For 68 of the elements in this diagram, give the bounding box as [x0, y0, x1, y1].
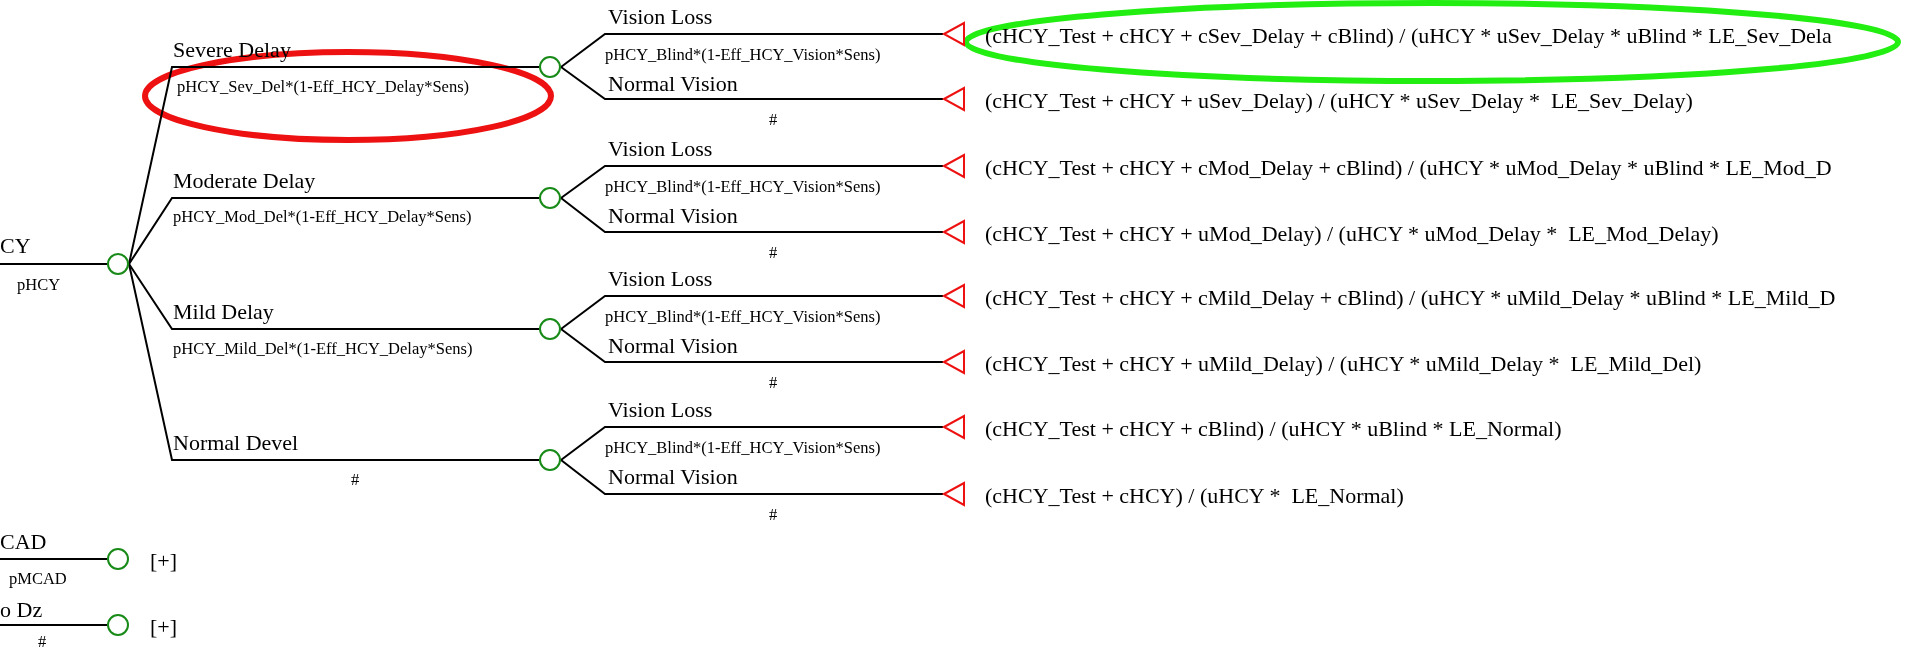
branch-line — [560, 295, 944, 330]
branch-probability: pHCY_Mild_Del*(1-Eff_HCY_Delay*Sens) — [173, 339, 473, 359]
terminal-node — [943, 22, 965, 46]
chance-node — [539, 318, 561, 340]
branch-probability: # — [768, 243, 778, 263]
terminal-node — [943, 87, 965, 111]
branch-line — [0, 263, 108, 265]
branch-line — [560, 197, 944, 233]
chance-node — [107, 614, 129, 636]
payoff-formula: (cHCY_Test + cHCY + cSev_Delay + cBlind) / (uHCY * uSev_Delay * uBlind * LE_Sev_Dela — [985, 23, 1832, 49]
branch-name: CY — [0, 233, 31, 259]
branch-line — [0, 558, 108, 560]
branch-name: Vision Loss — [608, 266, 713, 292]
chance-node — [539, 56, 561, 78]
branch-name: Normal Vision — [608, 203, 738, 229]
payoff-formula: (cHCY_Test + cHCY + cMod_Delay + cBlind) / (uHCY * uMod_Delay * uBlind * LE_Mod_D — [985, 155, 1832, 181]
branch-probability: pHCY_Mod_Del*(1-Eff_HCY_Delay*Sens) — [173, 207, 472, 227]
branch-line — [560, 33, 944, 68]
branch-probability: # — [350, 470, 360, 490]
terminal-node — [943, 350, 965, 374]
terminal-node — [943, 154, 965, 178]
payoff-formula: (cHCY_Test + cHCY + cBlind) / (uHCY * uBlind * LE_Normal) — [985, 416, 1562, 442]
branch-name: CAD — [0, 529, 47, 555]
branch-line — [0, 624, 108, 626]
branch-line — [560, 66, 944, 100]
branch-name: Normal Devel — [173, 430, 299, 456]
branch-line — [560, 165, 944, 199]
chance-node — [107, 253, 129, 275]
chance-node — [107, 548, 129, 570]
chance-node — [539, 187, 561, 209]
branch-name: Vision Loss — [608, 397, 713, 423]
branch-name: o Dz — [0, 597, 43, 623]
branch-name: Vision Loss — [608, 136, 713, 162]
branch-probability: pMCAD — [9, 569, 67, 589]
branch-probability: pHCY — [17, 275, 61, 295]
branch-name: Normal Vision — [608, 333, 738, 359]
payoff-formula: (cHCY_Test + cHCY + uMod_Delay) / (uHCY * uMod_Delay * LE_Mod_Delay) — [985, 221, 1719, 247]
payoff-formula: (cHCY_Test + cHCY + cMild_Delay + cBlind) / (uHCY * uMild_Delay * uBlind * LE_Mild_D — [985, 285, 1836, 311]
payoff-formula: (cHCY_Test + cHCY + uMild_Delay) / (uHCY * uMild_Delay * LE_Mild_Del) — [985, 351, 1702, 377]
branch-probability: pHCY_Blind*(1-Eff_HCY_Vision*Sens) — [605, 177, 881, 197]
terminal-node — [943, 284, 965, 308]
branch-probability: pHCY_Blind*(1-Eff_HCY_Vision*Sens) — [605, 45, 881, 65]
branch-name: Vision Loss — [608, 4, 713, 30]
branch-name: Moderate Delay — [173, 168, 316, 194]
branch-line — [128, 197, 540, 265]
branch-name: Mild Delay — [173, 299, 274, 325]
branch-line — [560, 459, 944, 495]
collapsed-subtree-marker: [+] — [150, 548, 178, 574]
branch-line — [128, 263, 540, 330]
branch-probability: # — [768, 373, 778, 393]
terminal-node — [943, 415, 965, 439]
branch-probability: pHCY_Blind*(1-Eff_HCY_Vision*Sens) — [605, 307, 881, 327]
branch-probability: # — [768, 505, 778, 525]
branch-name: Normal Vision — [608, 71, 738, 97]
payoff-formula: (cHCY_Test + cHCY) / (uHCY * LE_Normal) — [985, 483, 1404, 509]
payoff-formula: (cHCY_Test + cHCY + uSev_Delay) / (uHCY * uSev_Delay * LE_Sev_Delay) — [985, 88, 1693, 114]
terminal-node — [943, 482, 965, 506]
terminal-node — [943, 220, 965, 244]
branch-probability: # — [37, 632, 47, 652]
branch-line — [560, 328, 944, 363]
branch-probability: pHCY_Sev_Del*(1-Eff_HCY_Delay*Sens) — [177, 77, 470, 97]
branch-probability: pHCY_Blind*(1-Eff_HCY_Vision*Sens) — [605, 438, 881, 458]
branch-probability: # — [768, 110, 778, 130]
branch-line — [560, 426, 944, 461]
branch-line — [128, 263, 540, 461]
chance-node — [539, 449, 561, 471]
branch-name: Normal Vision — [608, 464, 738, 490]
collapsed-subtree-marker: [+] — [150, 614, 178, 640]
